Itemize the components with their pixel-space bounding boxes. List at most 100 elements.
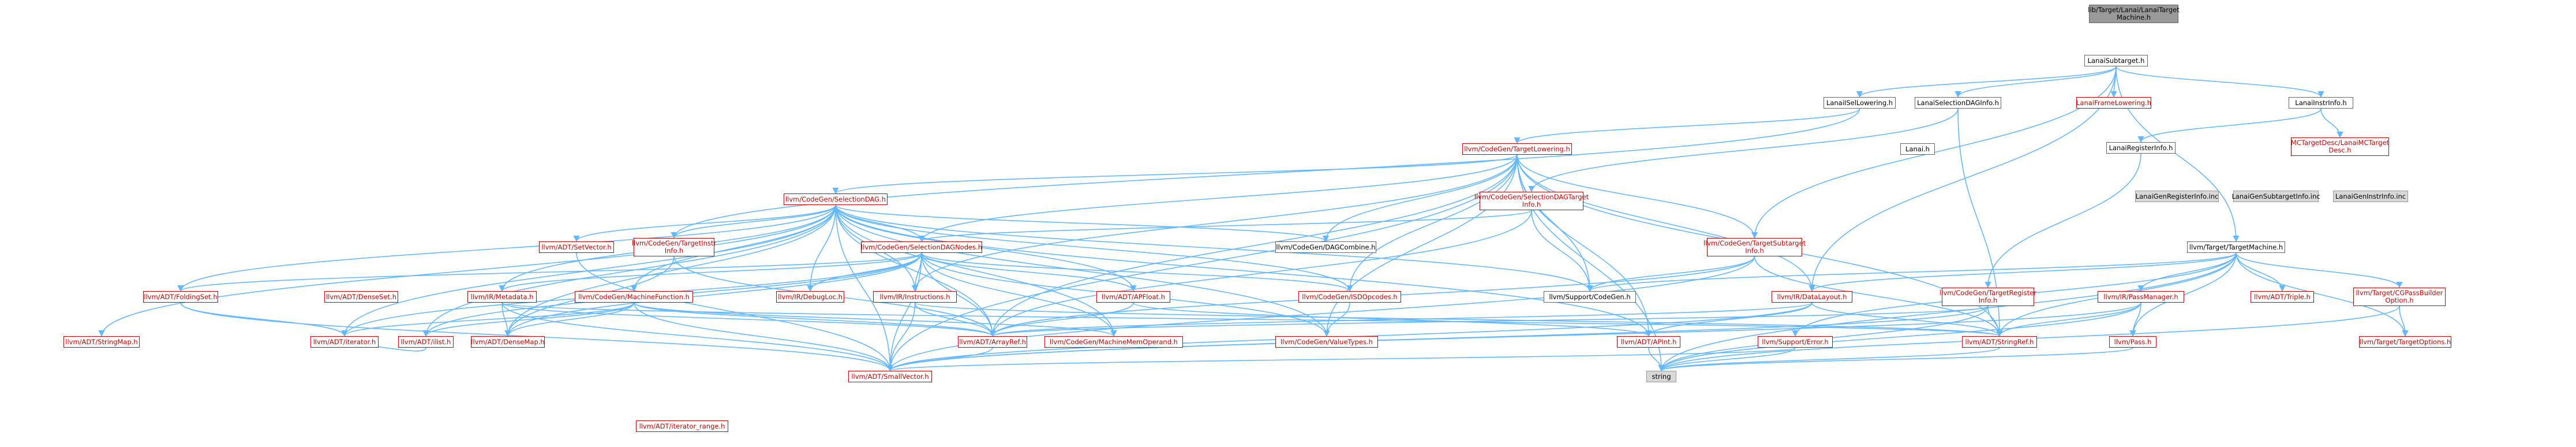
node-targetregisterinfo[interactable]: llvm/CodeGen/TargetRegister Info.h <box>1940 288 2036 306</box>
edge-targetmachine-to-triple <box>2236 252 2286 292</box>
edge-targetregisterinfo-to-arrayref <box>990 306 1989 337</box>
node-instructions[interactable]: llvm/IR/Instructions.h <box>873 291 957 303</box>
node-apfloat[interactable]: llvm/ADT/APFloat.h <box>1096 291 1170 303</box>
node-metadata[interactable]: llvm/IR/Metadata.h <box>467 291 537 303</box>
edge-selectiondag-to-supportcodegen <box>835 204 1593 292</box>
edge-lanaisubtarget-to-targetmachine <box>2116 66 2240 243</box>
node-gen-registerinfo[interactable]: LanaiGenRegisterInfo.inc <box>2135 191 2219 202</box>
edge-datalayout-to-arrayref <box>989 302 1813 337</box>
edge-selectiondagnodes-to-metadata <box>499 252 922 292</box>
node-dagcombine[interactable]: llvm/CodeGen/DAGCombine.h <box>1275 241 1376 253</box>
node-supporterror[interactable]: llvm/Support/Error.h <box>1758 336 1833 348</box>
node-pass[interactable]: llvm/Pass.h <box>2109 336 2156 348</box>
edge-arrayref-to-smallvector <box>886 347 993 372</box>
edge-lanaisubtarget-to-lanaiinstrinfo <box>2116 66 2324 98</box>
node-lanaiselectiondaginfo[interactable]: LanaiSelectionDAGInfo.h <box>1915 97 2001 109</box>
node-denseset[interactable]: llvm/ADT/DenseSet.h <box>324 291 398 303</box>
node-passmanager[interactable]: llvm/IR/PassManager.h <box>2098 291 2184 303</box>
node-lanai-h[interactable]: Lanai.h <box>1900 143 1935 155</box>
edge-lanaiisellowering-to-targetlowering <box>1514 108 1860 144</box>
node-isdopcodes[interactable]: llvm/CodeGen/ISDOpcodes.h <box>1298 291 1401 303</box>
node-lanaiinstrinfo[interactable]: LanaiInstrInfo.h <box>2289 97 2353 109</box>
edge-targetlowering-to-isdopcodes <box>1346 154 1518 292</box>
edge-machinefunction-to-ilist <box>422 302 635 337</box>
node-mctargetdesc[interactable]: MCTargetDesc/LanaiMCTarget Desc.h <box>2291 137 2389 156</box>
edge-passmanager-to-stringref <box>1996 302 2141 337</box>
node-lanairegisterinfo[interactable]: LanaiRegisterInfo.h <box>2106 142 2176 154</box>
edge-targetmachine-to-datalayout <box>1809 252 2237 292</box>
node-targetmachine[interactable]: llvm/Target/TargetMachine.h <box>2187 241 2285 253</box>
node-targetinstrinfo[interactable]: llvm/CodeGen/TargetInstr Info.h <box>632 238 716 256</box>
edge-lanaisubtarget-to-datalayout <box>1809 66 2117 292</box>
node-iterator[interactable]: llvm/ADT/iterator.h <box>310 336 379 348</box>
node-selectiondagtargetinfo[interactable]: llvm/CodeGen/SelectionDAGTarget Info.h <box>1474 192 1589 210</box>
edge-selectiondag-to-valuetypes <box>835 204 1330 337</box>
edge-datalayout-to-apint <box>1645 302 1813 337</box>
edge-targetmachine-to-supportcodegen <box>1586 252 2237 292</box>
edge-targetmachine-to-cgpassbuilder <box>2236 252 2403 289</box>
node-smallvector[interactable]: llvm/ADT/SmallVector.h <box>848 371 932 382</box>
edge-targetlowering-to-targetsubtargetinfo <box>1517 154 1758 239</box>
edge-foldingset-to-iterator <box>180 302 348 337</box>
edge-lanaiselectiondaginfo-to-selectiondagtargetinfo <box>1528 108 1959 193</box>
node-supportcodegen[interactable]: llvm/Support/CodeGen.h <box>1544 291 1636 303</box>
edge-selectiondag-to-densemap <box>504 204 836 337</box>
node-selectiondag[interactable]: llvm/CodeGen/SelectionDAG.h <box>784 193 888 205</box>
node-triple[interactable]: llvm/ADT/Triple.h <box>2251 291 2314 303</box>
edge-apfloat-to-arrayref <box>989 302 1134 337</box>
edge-machinefunction-to-machinememoperand <box>633 302 1117 337</box>
edge-lanaisubtarget-to-lanaiisellowering <box>1856 66 2117 98</box>
node-selectiondagnodes[interactable]: llvm/CodeGen/SelectionDAGNodes.h <box>861 241 982 253</box>
edge-selectiondagnodes-to-arrayref <box>921 252 996 337</box>
node-gen-subtargetinfo[interactable]: LanaiGenSubtargetInfo.inc <box>2231 191 2320 202</box>
edge-targetsubtargetinfo-to-stringref <box>1754 256 2003 337</box>
node-targetsubtargetinfo[interactable]: llvm/CodeGen/TargetSubtarget Info.h <box>1703 238 1806 256</box>
node-targetlowering[interactable]: llvm/CodeGen/TargetLowering.h <box>1462 143 1572 155</box>
edge-selectiondag-to-foldingset <box>177 204 836 292</box>
node-valuetypes[interactable]: llvm/CodeGen/ValueTypes.h <box>1275 336 1378 348</box>
edge-selectiondag-to-dagcombine <box>835 204 1329 243</box>
node-arrayref[interactable]: llvm/ADT/ArrayRef.h <box>958 336 1027 348</box>
node-stringref[interactable]: llvm/ADT/StringRef.h <box>1962 336 2037 348</box>
node-setvector[interactable]: llvm/ADT/SetVector.h <box>539 241 614 253</box>
node-lanaiframelowering[interactable]: LanaiFrameLowering.h <box>2076 97 2151 109</box>
edge-pass-to-string <box>1658 347 2133 372</box>
node-lanaiisellowering[interactable]: LanaiISelLowering.h <box>1824 97 1896 109</box>
node-densemap[interactable]: llvm/ADT/DenseMap.h <box>471 336 545 348</box>
edge-selectiondagtargetinfo-to-selectiondagnodes <box>918 210 1532 243</box>
node-cgpassbuilder[interactable]: llvm/Target/CGPassBuilder Option.h <box>2353 288 2446 306</box>
edge-lanaiinstrinfo-to-lanairegisterinfo <box>2137 108 2322 143</box>
node-stringmap[interactable]: llvm/ADT/StringMap.h <box>63 336 140 348</box>
edge-instructions-to-stringref <box>914 302 2002 337</box>
node-datalayout[interactable]: llvm/IR/DataLayout.h <box>1772 291 1852 303</box>
node-gen-instrinfo[interactable]: LanaiGenInstrInfo.inc <box>2333 191 2408 202</box>
edge-metadata-to-arrayref <box>501 302 996 337</box>
node-machinefunction[interactable]: llvm/CodeGen/MachineFunction.h <box>575 291 693 303</box>
edge-targetlowering-to-instructions <box>911 154 1518 292</box>
node-apint[interactable]: llvm/ADT/APInt.h <box>1617 336 1680 348</box>
edge-passmanager-to-pass <box>2129 302 2141 337</box>
node-lanaisubtarget[interactable]: LanaiSubtarget.h <box>2084 55 2148 66</box>
edge-targetlowering-to-dagcombine <box>1322 154 1518 243</box>
edge-targetlowering-to-valuetypes <box>1323 154 1518 337</box>
node-iterator-range[interactable]: llvm/ADT/iterator_range.h <box>636 420 728 432</box>
edge-targetlowering-to-datalayout <box>1517 154 1815 292</box>
edge-targetsubtargetinfo-to-smallvector <box>887 256 1755 372</box>
edge-supporterror-to-smallvector <box>887 347 1796 372</box>
edge-selectiondagnodes-to-foldingset <box>177 252 922 292</box>
node-machinememoperand[interactable]: llvm/CodeGen/MachineMemOperand.h <box>1044 336 1183 348</box>
edge-targetmachine-to-string <box>1658 252 2237 372</box>
node-root-lanaitargetmachine[interactable]: lib/Target/Lanai/LanaiTarget Machine.h <box>2088 5 2180 23</box>
node-string[interactable]: string <box>1646 371 1676 382</box>
edge-cgpassbuilder-to-targetoptions <box>2399 306 2409 337</box>
edge-selectiondagnodes-to-densemap <box>504 252 922 337</box>
edge-targetlowering-to-selectiondagnodes <box>918 154 1518 243</box>
node-foldingset[interactable]: llvm/ADT/FoldingSet.h <box>143 291 218 303</box>
edge-machinefunction-to-arrayref <box>633 302 996 337</box>
edge-stringref-to-string <box>1658 347 2000 372</box>
node-ilist[interactable]: llvm/ADT/ilist.h <box>398 336 454 348</box>
edge-lanaiinstrinfo-to-mctargetdesc <box>2320 108 2343 139</box>
node-targetoptions[interactable]: llvm/Target/TargetOptions.h <box>2359 336 2451 348</box>
node-debugloc[interactable]: llvm/IR/DebugLoc.h <box>776 291 844 303</box>
edge-selectiondagtargetinfo-to-supportcodegen <box>1531 210 1593 292</box>
